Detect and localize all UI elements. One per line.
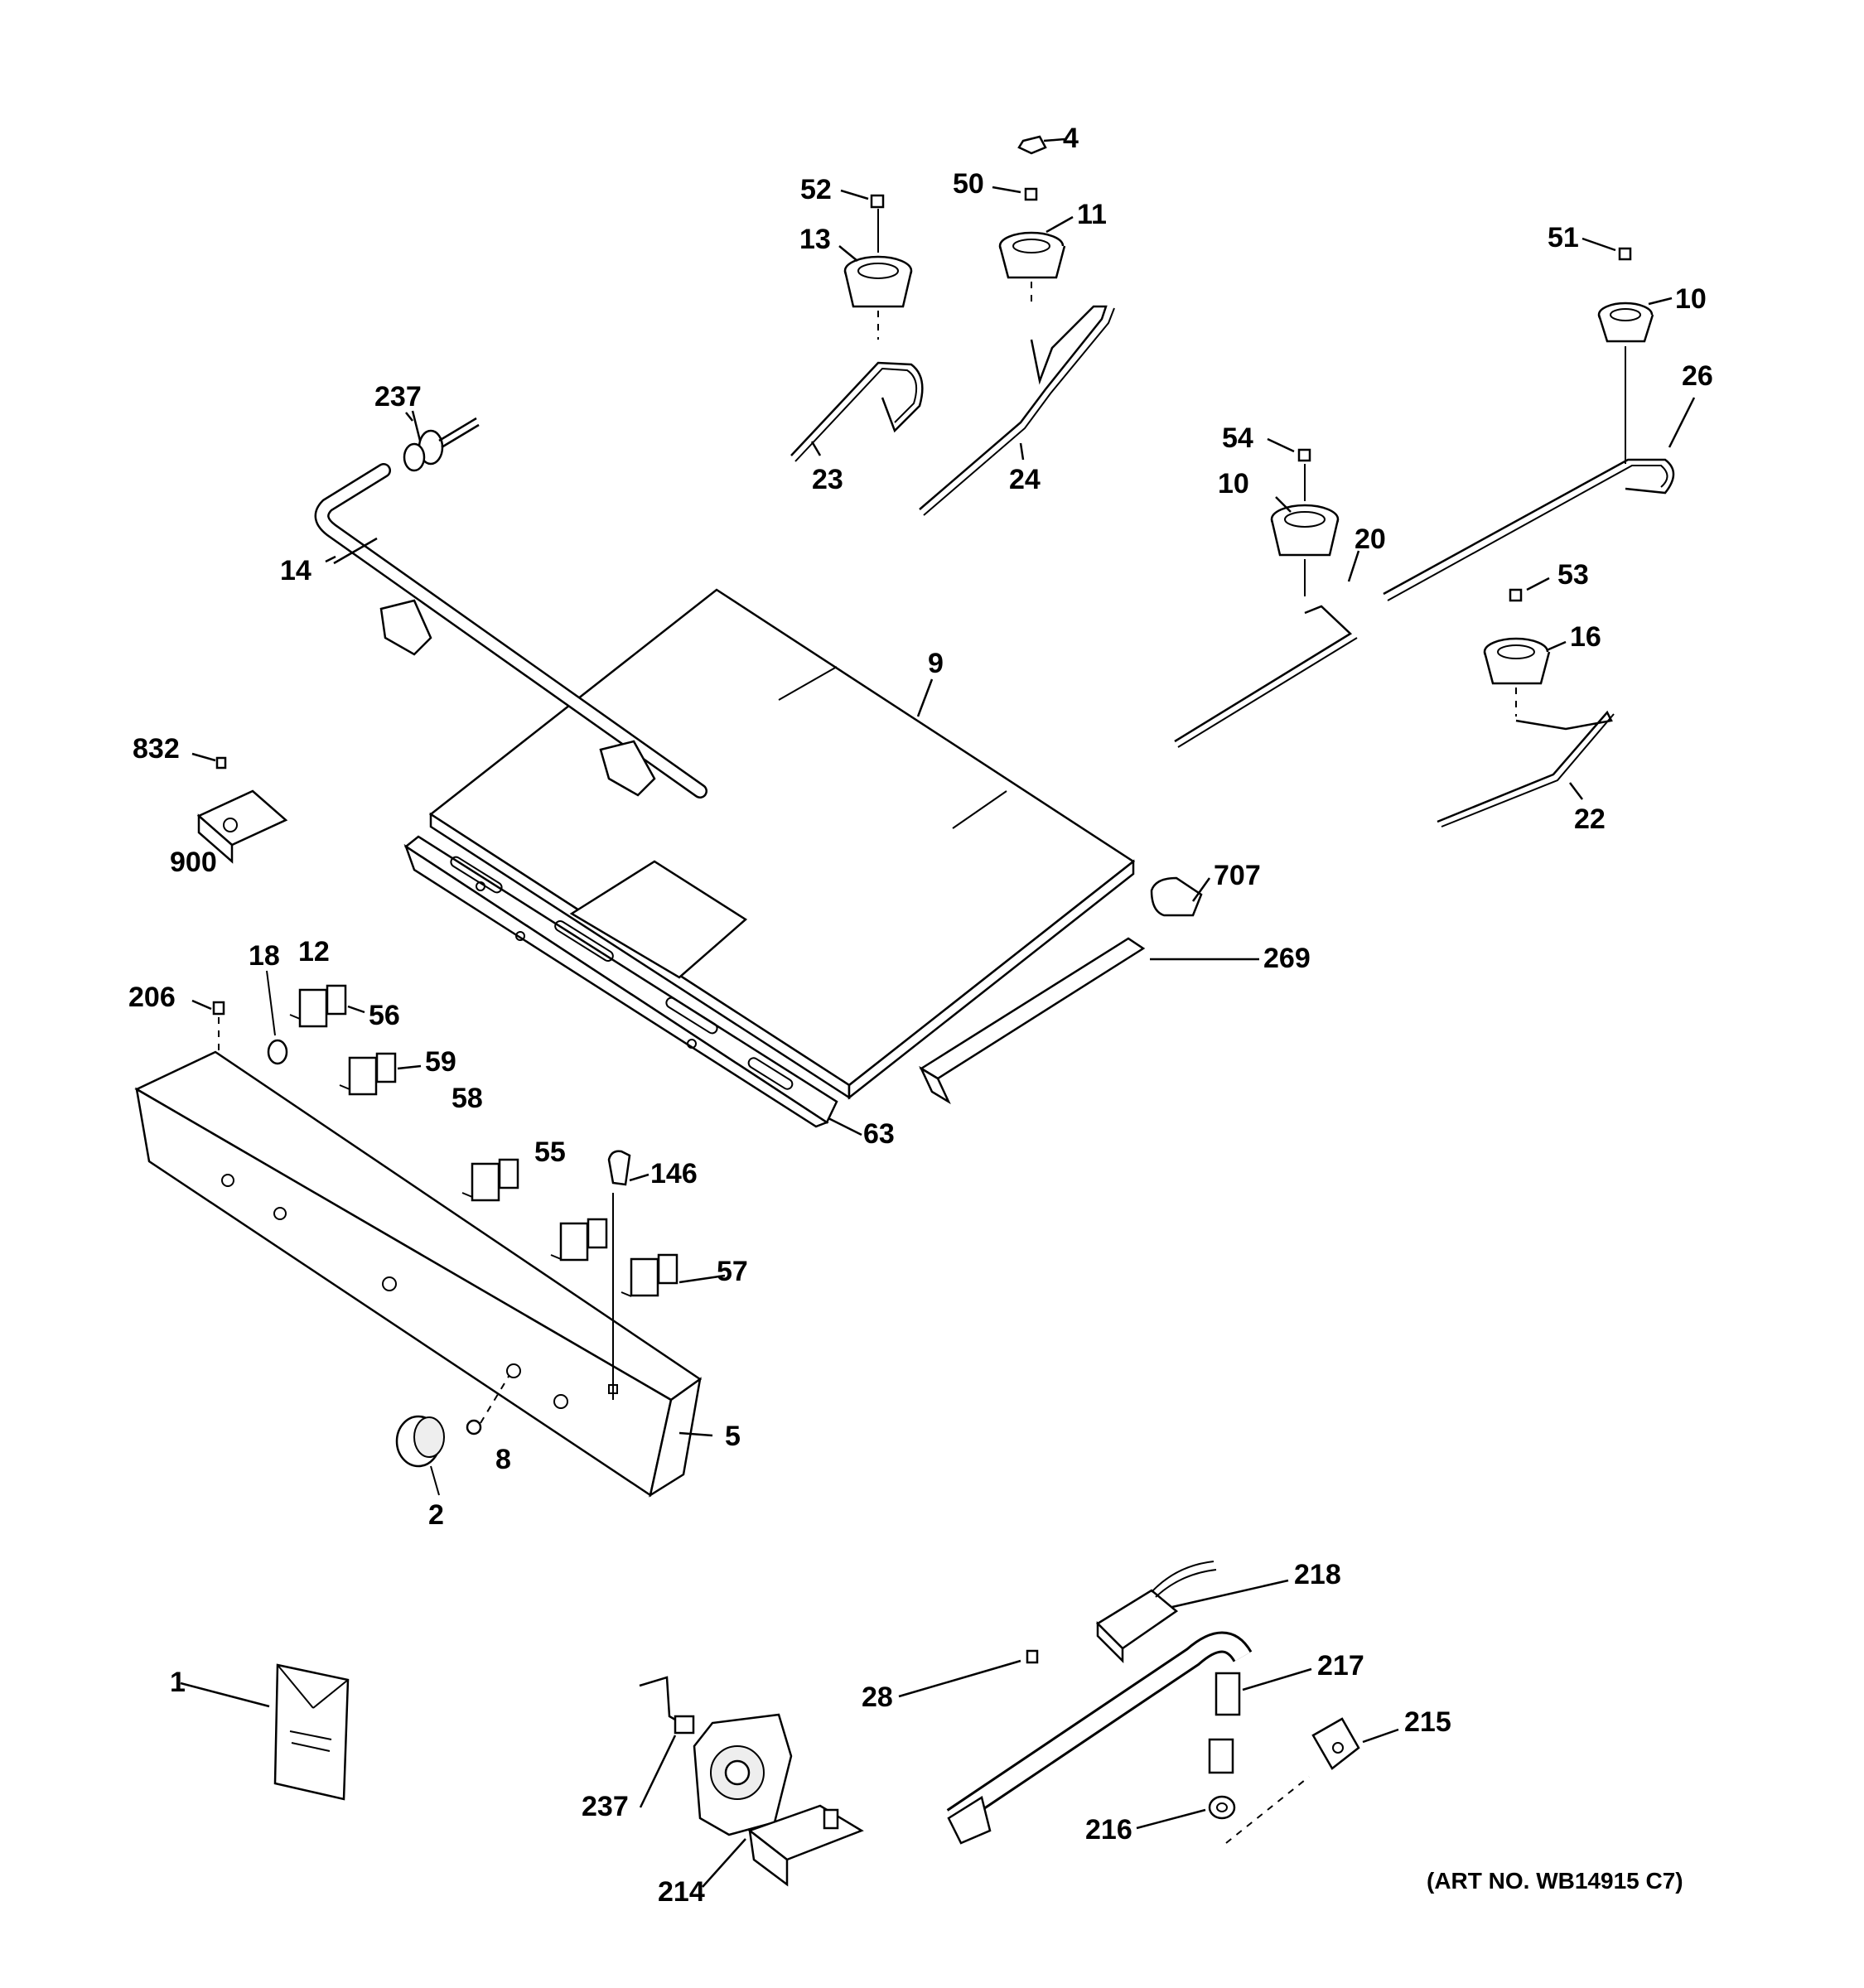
callout-217: 217: [1317, 1650, 1364, 1682]
callout-12: 12: [298, 936, 330, 967]
callout-51: 51: [1548, 222, 1579, 253]
callout-269: 269: [1263, 943, 1311, 974]
part-237-fitting-top: [403, 410, 480, 472]
burner-tube-assembly: [946, 1631, 1253, 1845]
callout-26: 26: [1682, 360, 1713, 392]
callout-146: 146: [650, 1158, 698, 1189]
callout-5: 5: [725, 1421, 741, 1452]
part-900-bracket: [196, 756, 288, 864]
switch-58: [461, 1158, 519, 1202]
part-707-clip: [1150, 876, 1203, 917]
switch-57: [621, 1253, 678, 1297]
burner-16: [1483, 588, 1551, 717]
art-number: (ART NO. WB14915 C7): [1427, 1868, 1683, 1894]
callout-206: 206: [128, 982, 176, 1013]
part-215-bracket: [1225, 1717, 1360, 1844]
leader-lines: [180, 138, 1696, 1888]
callout-56: 56: [369, 1000, 400, 1031]
callout-215: 215: [1404, 1706, 1451, 1738]
callout-832: 832: [133, 733, 180, 765]
callout-57: 57: [717, 1256, 748, 1287]
switch-59: [339, 1052, 397, 1096]
part-9-cooktop-panel: [428, 588, 1136, 1100]
part-218-igniter-harness: [1095, 1561, 1217, 1664]
part-28-screw: [1026, 1649, 1039, 1664]
burner-10-mid: [1270, 448, 1340, 596]
callout-55: 55: [534, 1136, 566, 1168]
part-216-nut: [1208, 1795, 1236, 1820]
burner-13: [843, 194, 913, 340]
callout-18: 18: [249, 940, 280, 972]
tube-26: [1383, 458, 1675, 601]
callout-16: 16: [1570, 621, 1601, 653]
callout-8: 8: [495, 1444, 511, 1475]
switch-56: [289, 984, 347, 1028]
callout-11: 11: [1077, 199, 1107, 230]
callout-28: 28: [862, 1682, 893, 1713]
part-2-knob: [395, 1415, 445, 1496]
callout-59: 59: [425, 1046, 456, 1078]
tube-23: [790, 361, 924, 462]
callout-237-top: 237: [374, 381, 422, 413]
part-217-orifice-holder: [1208, 1672, 1241, 1774]
part-14-manifold-tube: [314, 463, 707, 799]
callout-218: 218: [1294, 1559, 1341, 1590]
callout-23: 23: [812, 464, 843, 495]
part-8-screw: [466, 1374, 510, 1436]
tube-20: [1174, 605, 1358, 748]
part-18-nut: [266, 970, 288, 1065]
callout-24: 24: [1009, 464, 1041, 495]
callout-20: 20: [1355, 524, 1386, 555]
callout-9: 9: [928, 648, 944, 679]
part-146-clip: [607, 1150, 631, 1400]
callout-22: 22: [1574, 803, 1606, 835]
callout-237-bottom: 237: [582, 1791, 629, 1822]
part-237-fitting-bottom: [639, 1676, 695, 1735]
part-214-regulator: [693, 1713, 864, 1887]
callout-10-right: 10: [1675, 283, 1707, 315]
burner-10-right: [1597, 247, 1654, 464]
callout-900: 900: [170, 847, 217, 878]
callout-707: 707: [1214, 860, 1261, 891]
callout-2: 2: [428, 1499, 444, 1531]
callout-216: 216: [1085, 1814, 1132, 1846]
callout-14: 14: [280, 555, 311, 586]
callout-54: 54: [1222, 422, 1253, 454]
part-5-control-panel: [134, 1050, 703, 1498]
callout-4: 4: [1063, 123, 1079, 154]
part-206-screw: [212, 1001, 225, 1050]
callout-52: 52: [800, 174, 832, 205]
callout-58: 58: [452, 1083, 483, 1114]
tube-22: [1437, 710, 1615, 828]
part-269-trim: [919, 937, 1146, 1105]
tube-24: [919, 305, 1115, 516]
burner-11: [998, 135, 1066, 308]
callout-214: 214: [658, 1876, 705, 1908]
part-63-burner-rail: [403, 835, 838, 1128]
callout-53: 53: [1557, 559, 1589, 591]
callout-1: 1: [170, 1667, 186, 1698]
callout-63: 63: [863, 1118, 895, 1150]
callout-labels: 4 52 50 11 13 51 10 26 237 23 24 54 10 2…: [128, 123, 1713, 1908]
callout-50: 50: [953, 168, 984, 200]
switch-55: [550, 1218, 608, 1262]
callout-13: 13: [799, 224, 831, 255]
callout-10-mid: 10: [1218, 468, 1249, 499]
part-1-literature: [273, 1663, 350, 1801]
